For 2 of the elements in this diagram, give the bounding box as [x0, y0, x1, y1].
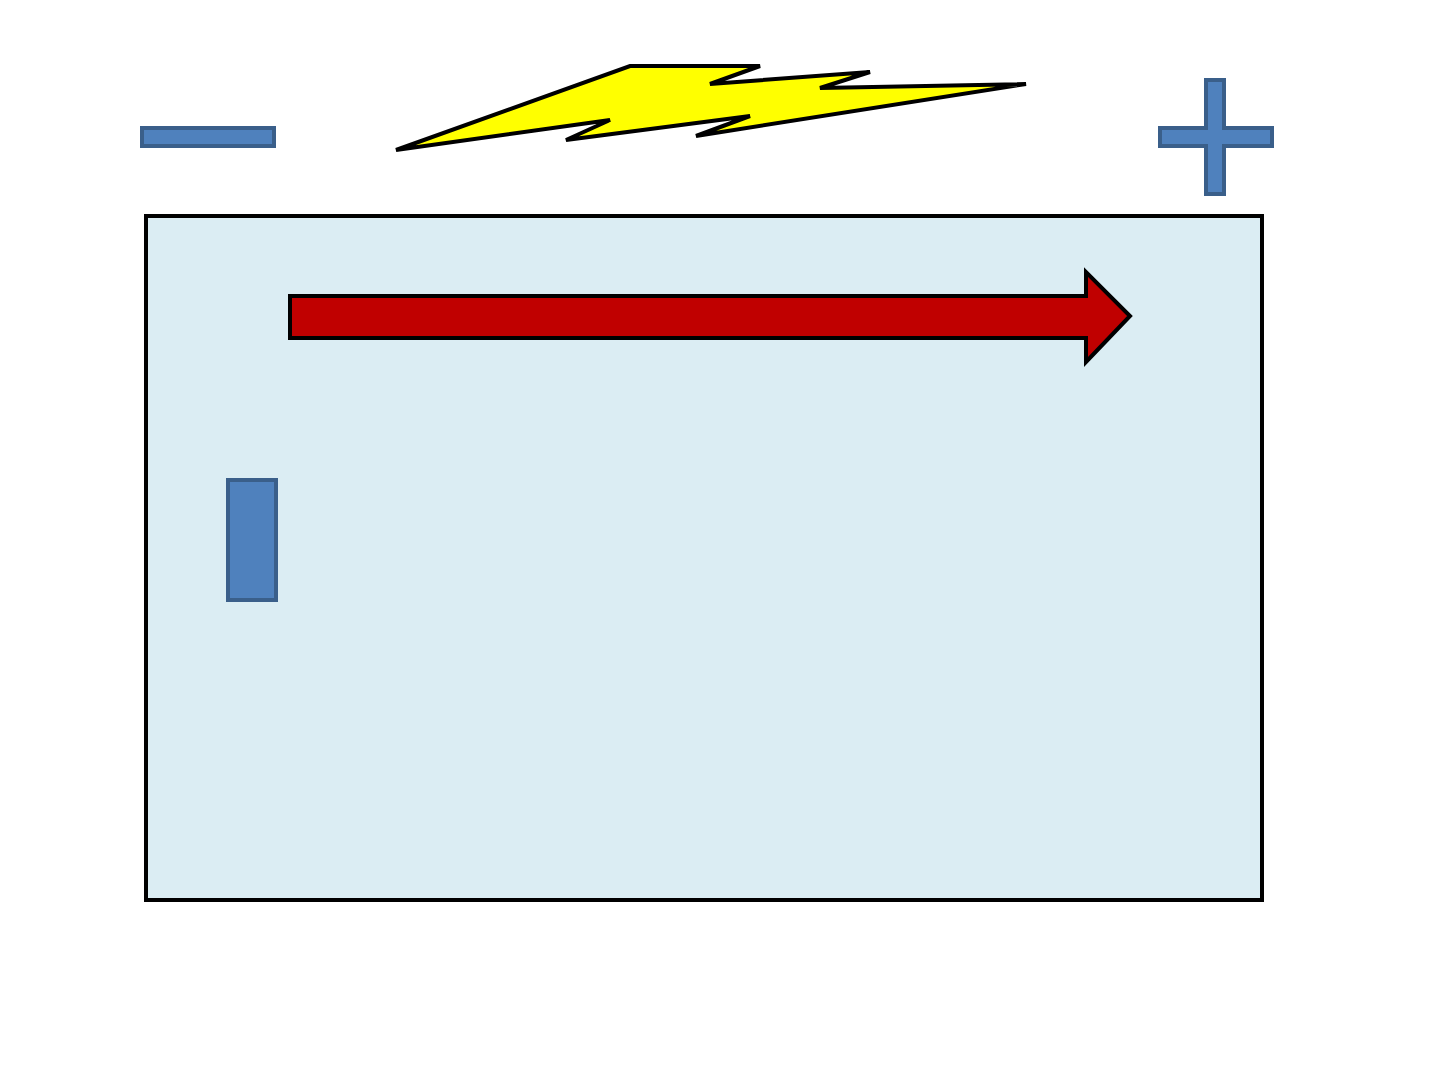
vertical-bar	[226, 478, 278, 602]
rectangle-panel	[144, 214, 1264, 902]
